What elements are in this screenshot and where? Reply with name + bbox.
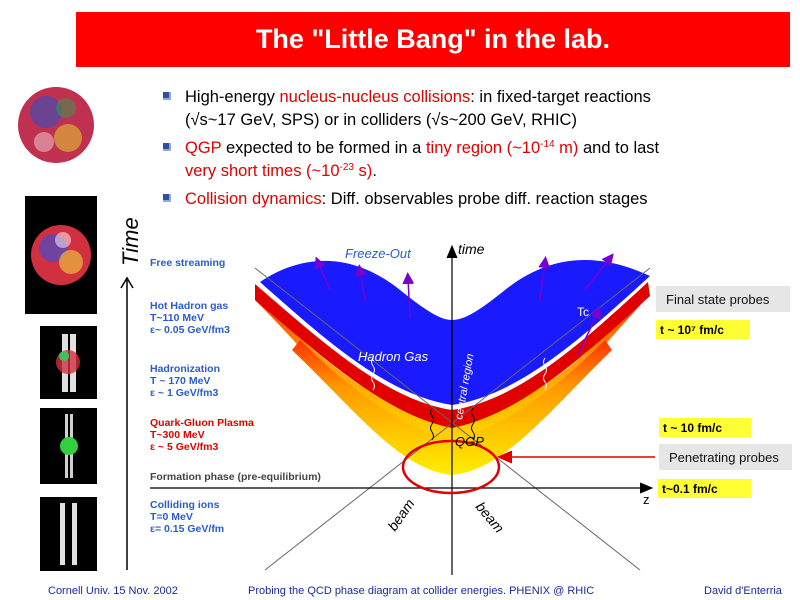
bullet-line: Collision dynamics: Diff. observables pr…	[185, 188, 793, 211]
svg-text:Freeze-Out: Freeze-Out	[345, 246, 412, 261]
time-scale-formation: t~0.1 fm/c	[658, 479, 751, 498]
bullet-text-segment: -14	[540, 139, 555, 150]
mixed-phase-band	[255, 282, 650, 428]
bullet-text-segment: : Diff. observables probe diff. reaction…	[321, 190, 648, 208]
bullet-text-segment: and to last	[578, 139, 660, 157]
svg-text:central region: central region	[453, 353, 476, 421]
bullet-square-icon	[163, 92, 171, 100]
bullet-line: High-energy nucleus-nucleus collisions: …	[185, 86, 793, 109]
bullet-item: QGP expected to be formed in a tiny regi…	[163, 137, 793, 183]
bullet-text-segment: s)	[353, 162, 373, 180]
final-state-probes-label: Final state probes	[656, 286, 790, 312]
stage-hot-hadron-gas: Hot Hadron gas T~110 MeV ε~ 0.05 GeV/fm3	[150, 300, 230, 336]
time-axis-label: Time	[118, 217, 143, 266]
bullet-text-segment: Collision dynamics	[185, 190, 322, 208]
svg-text:QGP: QGP	[455, 434, 484, 449]
bullet-list: High-energy nucleus-nucleus collisions: …	[163, 86, 793, 216]
nucleus-sphere-image	[16, 70, 96, 180]
bullet-text-segment: very short times (~10	[185, 162, 340, 180]
collision-image-hadronization	[40, 326, 97, 399]
bullet-text-segment: tiny region (~10	[425, 139, 541, 157]
footer-right: David d'Enterria	[704, 585, 782, 597]
hadron-gas-region	[260, 259, 650, 405]
bullet-item: High-energy nucleus-nucleus collisions: …	[163, 86, 793, 132]
time-scale-hadron: t ~ 10 fm/c	[659, 418, 751, 437]
stage-qgp: Quark-Gluon Plasma T~300 MeV ε ~ 5 GeV/f…	[150, 417, 254, 453]
stage-formation: Formation phase (pre-equilibrium)	[150, 471, 321, 483]
svg-text:time: time	[458, 241, 485, 257]
bullet-text-segment: -23	[339, 162, 354, 173]
footer-left: Cornell Univ. 15 Nov. 2002	[48, 585, 178, 597]
bullet-line: QGP expected to be formed in a tiny regi…	[185, 137, 793, 160]
bullet-square-icon	[163, 194, 171, 202]
svg-text:beam: beam	[384, 496, 417, 534]
bullet-text-segment: High-energy	[185, 88, 280, 106]
formation-ellipse	[401, 439, 501, 495]
collision-image-colliding	[40, 497, 97, 571]
svg-text:beam: beam	[473, 499, 508, 536]
bullet-text-segment: .	[372, 162, 377, 180]
svg-text:Hadron Gas: Hadron Gas	[358, 349, 429, 364]
bullet-text-segment: (√s~17 GeV, SPS) or in colliders (√s~200…	[185, 111, 577, 129]
svg-text:z: z	[643, 492, 650, 507]
collision-image-freeze	[25, 196, 97, 314]
svg-text:Time: Time	[118, 217, 143, 266]
stage-hadronization: Hadronization T ~ 170 MeV ε ~ 1 GeV/fm3	[150, 363, 220, 399]
footer-center: Probing the QCD phase diagram at collide…	[248, 585, 595, 597]
bullet-text-segment: : in fixed-target reactions	[470, 88, 651, 106]
svg-text:Tc: Tc	[577, 305, 589, 319]
bullet-square-icon	[163, 143, 171, 151]
time-arrow	[120, 276, 134, 570]
bullet-line: very short times (~10-23 s).	[185, 160, 793, 183]
bullet-text-segment: m)	[554, 139, 579, 157]
bullet-item: Collision dynamics: Diff. observables pr…	[163, 188, 793, 211]
stage-colliding-ions: Colliding ions T=0 MeV ε= 0.15 GeV/fm	[150, 499, 225, 535]
penetrating-probes-label: Penetrating probes	[659, 444, 792, 470]
collision-image-qgp	[40, 408, 97, 484]
time-scale-final: t ~ 10⁷ fm/c	[656, 320, 750, 339]
qgp-region	[255, 295, 645, 475]
bullet-text-segment: expected to be formed in a	[221, 139, 426, 157]
bullet-text-segment: nucleus-nucleus collisions	[279, 88, 471, 106]
bullet-line: (√s~17 GeV, SPS) or in colliders (√s~200…	[185, 109, 793, 132]
bullet-text-segment: QGP	[185, 139, 222, 157]
slide-title: The "Little Bang" in the lab.	[76, 12, 790, 67]
stage-free-streaming: Free streaming	[150, 257, 226, 269]
